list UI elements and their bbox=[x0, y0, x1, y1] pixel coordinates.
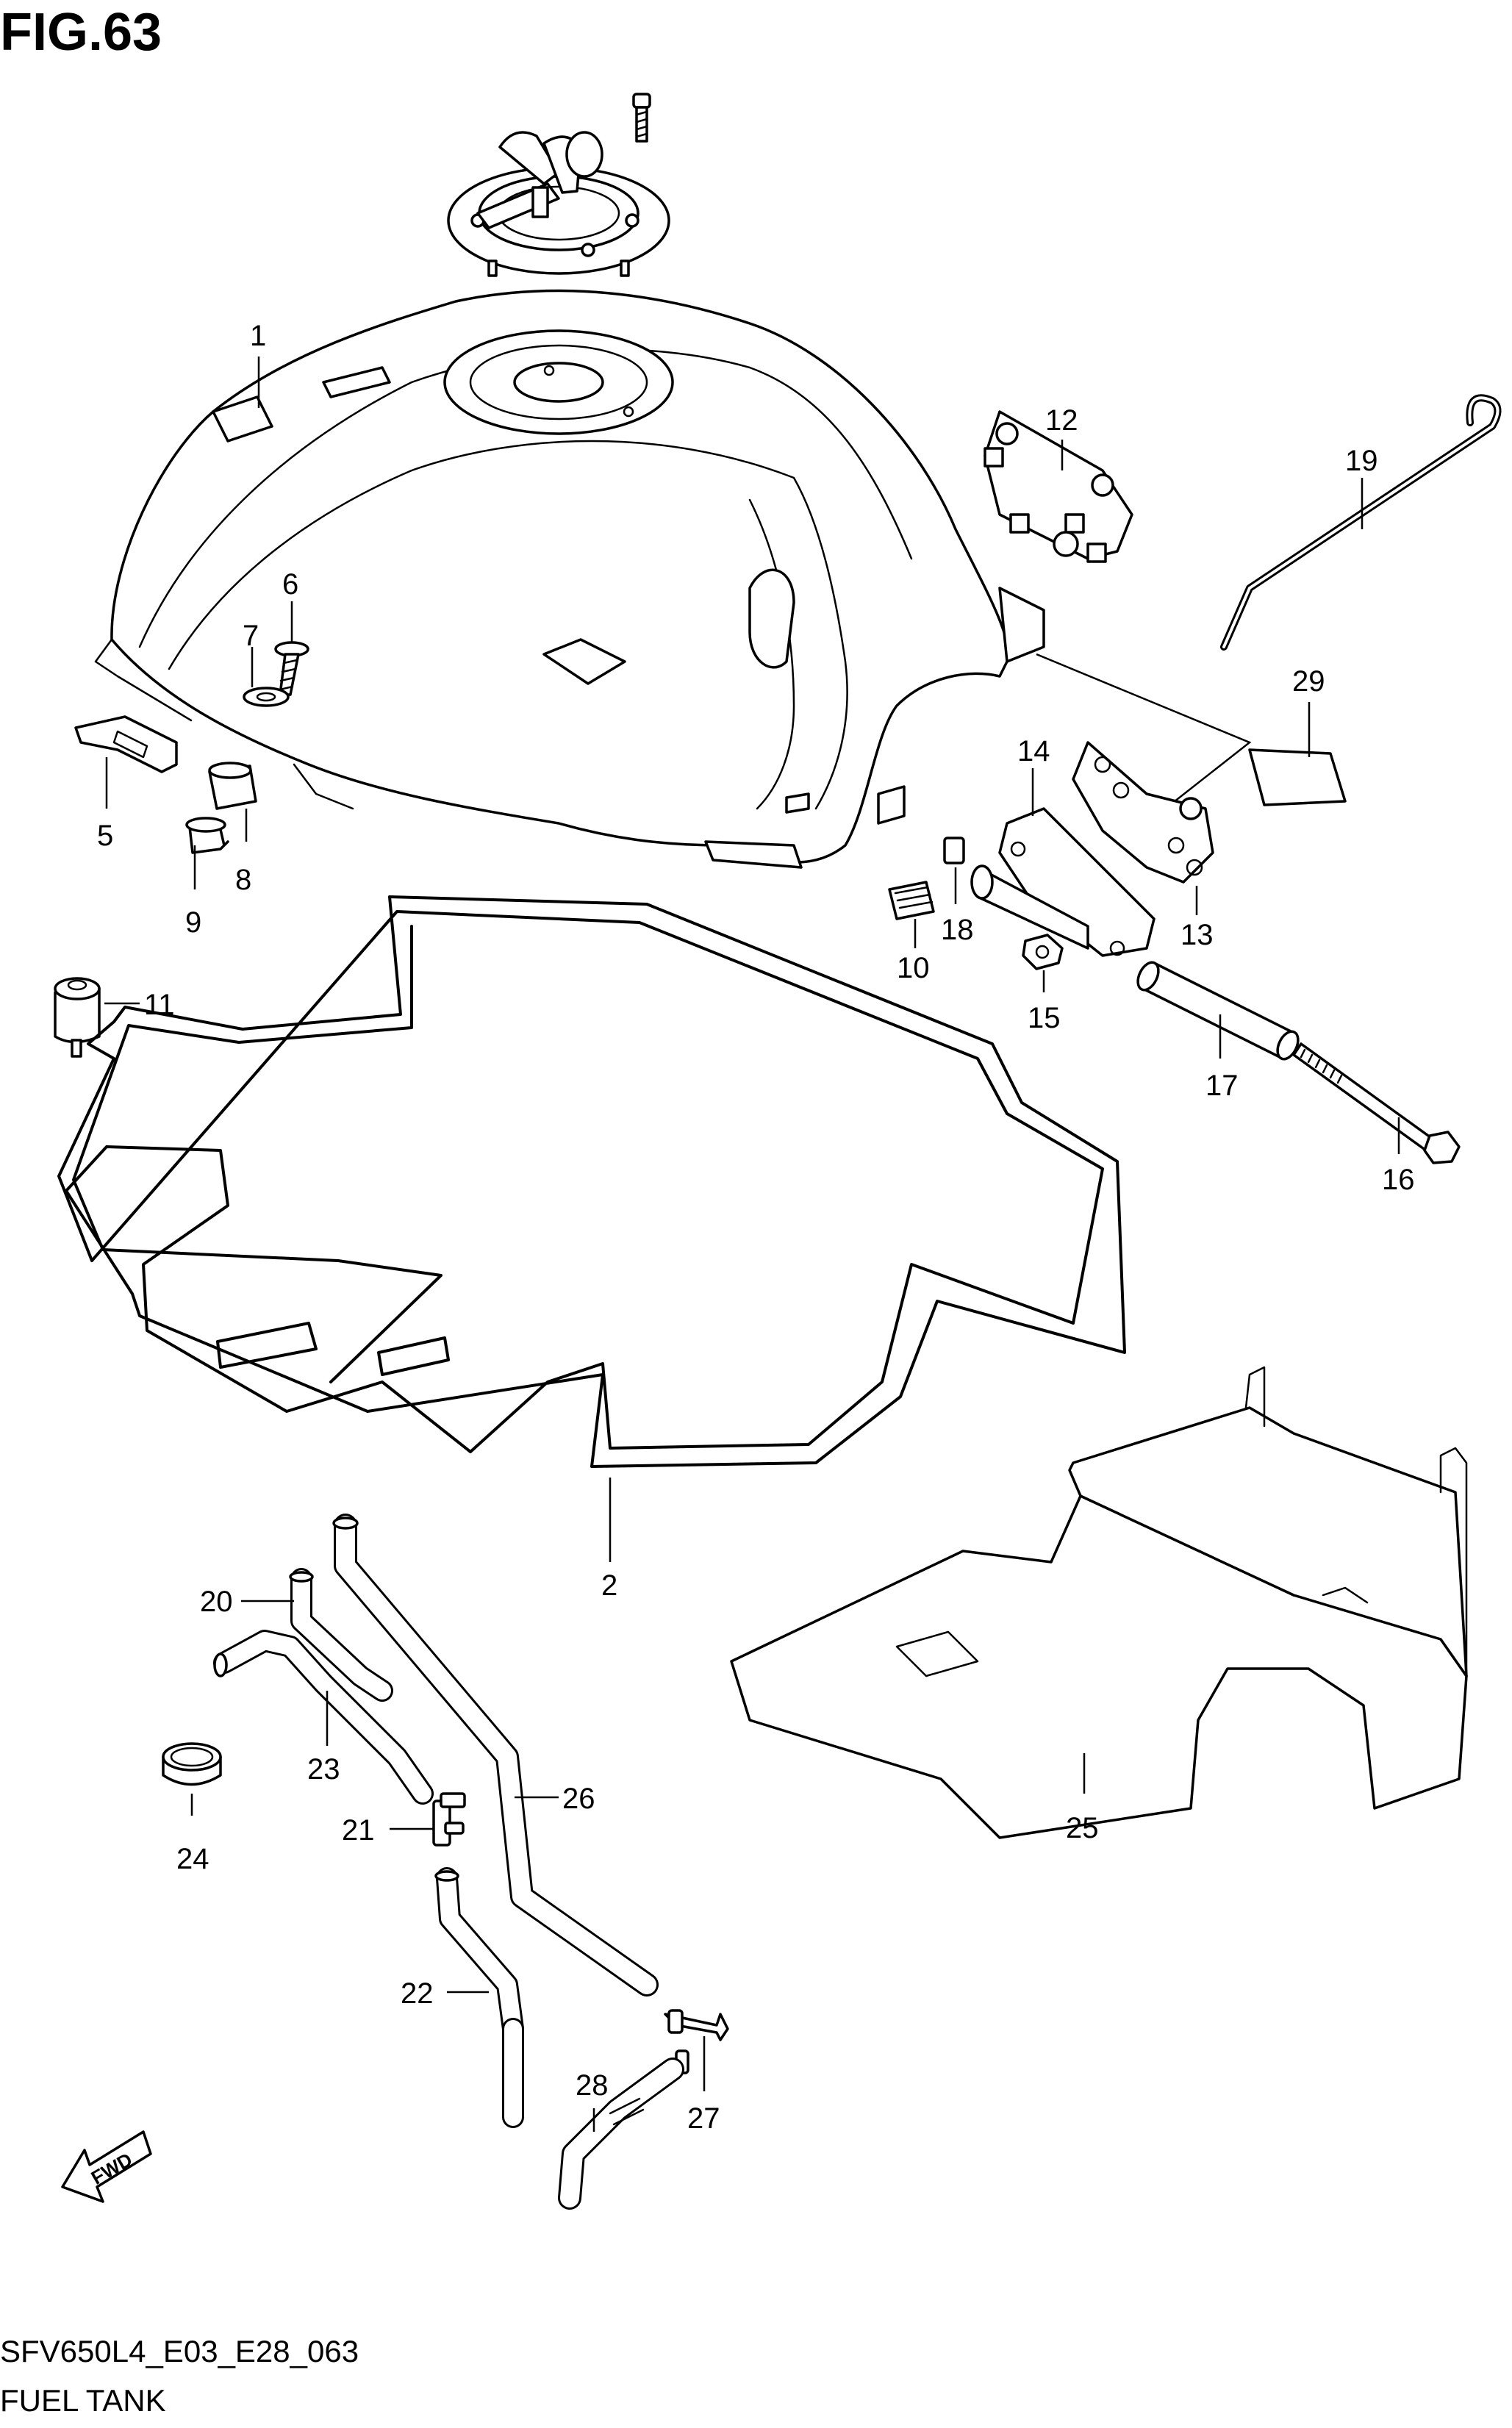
callout-8: 8 bbox=[235, 864, 251, 896]
callout-14: 14 bbox=[1017, 735, 1050, 767]
callout-19: 19 bbox=[1345, 445, 1378, 477]
part-10-pad[interactable] bbox=[888, 881, 935, 920]
part-4-bolt[interactable] bbox=[632, 93, 651, 143]
part-23-hose[interactable] bbox=[213, 1630, 434, 1805]
callout-20: 20 bbox=[200, 1586, 233, 1618]
callout-12: 12 bbox=[1045, 404, 1078, 437]
diagram-caption: FUEL TANK bbox=[0, 2383, 166, 2418]
part-20-hose[interactable] bbox=[289, 1568, 393, 1702]
part-17-sleeve[interactable] bbox=[1133, 959, 1302, 1062]
part-6-screw[interactable] bbox=[274, 641, 309, 696]
part-25-heat-shield[interactable] bbox=[730, 1366, 1468, 1839]
part-29-pad[interactable] bbox=[1248, 748, 1347, 806]
part-21-joint[interactable] bbox=[432, 1792, 466, 1847]
callout-18: 18 bbox=[941, 914, 974, 946]
callout-7: 7 bbox=[243, 620, 259, 652]
callout-1: 1 bbox=[250, 320, 266, 352]
diagram-code: SFV650L4_E03_E28_063 bbox=[0, 2334, 359, 2368]
callout-21: 21 bbox=[342, 1814, 375, 1847]
part-26-hose[interactable] bbox=[332, 1514, 659, 1997]
callout-16: 16 bbox=[1382, 1164, 1415, 1196]
part-28-hose[interactable] bbox=[558, 2058, 684, 2210]
part-15-nut[interactable] bbox=[1022, 934, 1064, 970]
callout-29: 29 bbox=[1292, 665, 1325, 698]
fwd-arrow-icon: FWD bbox=[61, 2130, 152, 2203]
callout-23: 23 bbox=[307, 1753, 340, 1786]
callout-22: 22 bbox=[401, 1977, 434, 2010]
callout-26: 26 bbox=[562, 1783, 595, 1815]
part-2-gasket[interactable] bbox=[57, 895, 1126, 1468]
part-18-clip-nut[interactable] bbox=[943, 837, 965, 864]
callout-10: 10 bbox=[897, 952, 930, 984]
callout-25: 25 bbox=[1066, 1812, 1099, 1844]
callout-6: 6 bbox=[282, 568, 298, 601]
figure-title: FIG.63 bbox=[0, 3, 162, 62]
callout-13: 13 bbox=[1180, 919, 1214, 951]
callout-5: 5 bbox=[97, 820, 113, 852]
part-5-bracket[interactable] bbox=[74, 715, 178, 773]
part-16-bolt[interactable] bbox=[1292, 1042, 1461, 1164]
part-7-washer[interactable] bbox=[243, 687, 290, 707]
part-13-hinge-bracket[interactable] bbox=[1072, 741, 1214, 884]
part-22-hose[interactable] bbox=[434, 1867, 524, 2128]
part-8-cushion[interactable] bbox=[208, 762, 257, 810]
callout-9: 9 bbox=[185, 906, 201, 939]
part-12-bracket[interactable] bbox=[983, 410, 1133, 563]
part-24-ring[interactable] bbox=[162, 1742, 222, 1786]
part-14-hinge-plate[interactable] bbox=[970, 807, 1156, 957]
callout-15: 15 bbox=[1028, 1002, 1061, 1034]
callout-17: 17 bbox=[1205, 1070, 1239, 1102]
part-9-collar[interactable] bbox=[185, 817, 229, 854]
part-1-fuel-tank[interactable] bbox=[94, 289, 1045, 869]
part-11-cushion[interactable] bbox=[54, 977, 101, 1058]
part-19-rod[interactable] bbox=[1220, 394, 1502, 651]
callout-2: 2 bbox=[601, 1569, 617, 1602]
callout-28: 28 bbox=[576, 2069, 609, 2102]
callout-24: 24 bbox=[176, 1843, 209, 1875]
part-3-fuel-cap[interactable] bbox=[447, 131, 670, 277]
callout-27: 27 bbox=[687, 2102, 720, 2135]
